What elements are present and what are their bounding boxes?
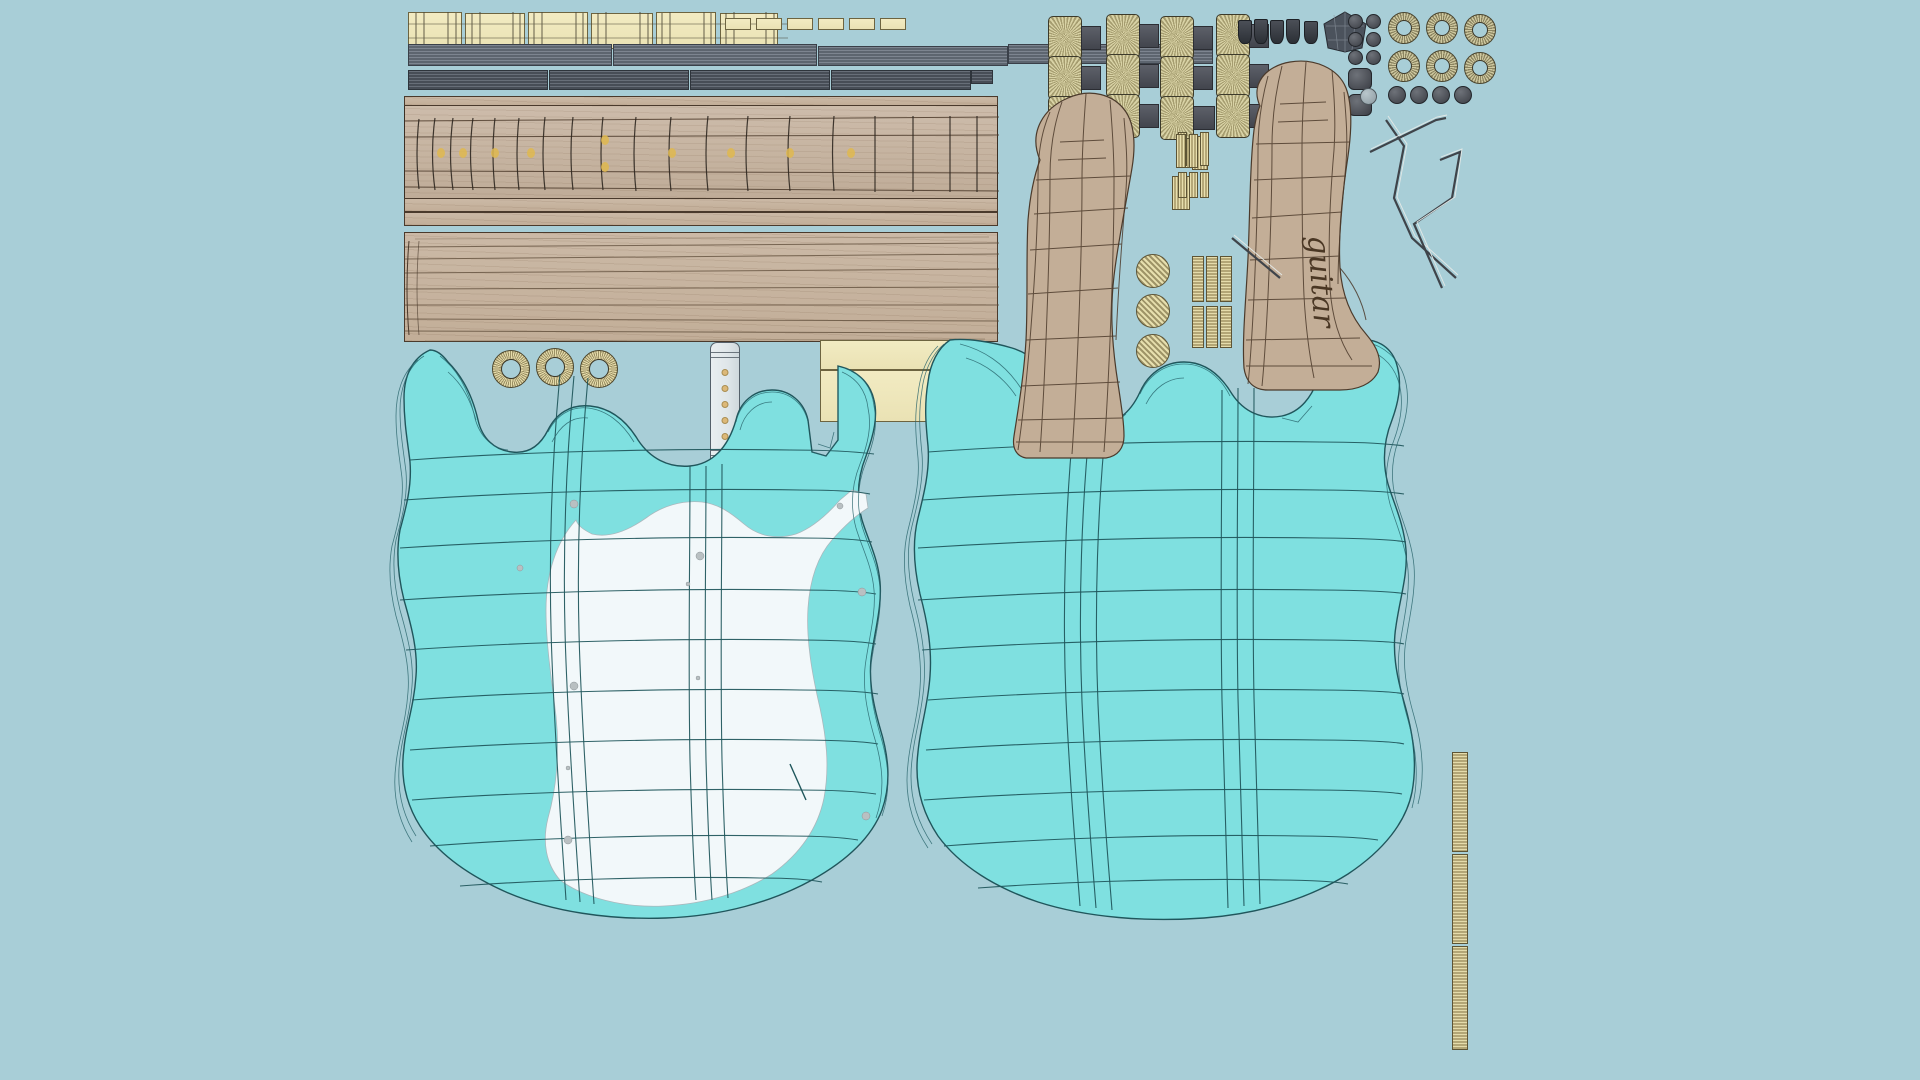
truss-strip-segment	[1452, 946, 1468, 1050]
tuner-post	[1139, 24, 1159, 48]
button-disc	[1360, 88, 1377, 105]
bushing-ring	[1464, 52, 1496, 84]
ferrule	[1238, 20, 1252, 44]
fret-strip-lower	[408, 70, 1008, 90]
striped-disc	[1136, 334, 1170, 368]
headstock-back	[1012, 92, 1135, 459]
nut-block	[725, 18, 751, 30]
grommet	[1366, 50, 1381, 65]
tremolo-arm	[1385, 115, 1459, 279]
bushing-ring	[1426, 12, 1458, 44]
fretboard	[404, 104, 999, 200]
tuner-post	[1139, 64, 1159, 88]
headstock-front: guitar	[1242, 60, 1381, 391]
tuner-gear	[1106, 54, 1140, 98]
nut-block	[756, 18, 782, 30]
truss-strip-segment	[1452, 854, 1468, 944]
tuner-post	[1193, 106, 1215, 130]
button-disc	[1410, 86, 1428, 104]
tuner-post	[1081, 26, 1101, 50]
fret-wire-block	[591, 13, 653, 49]
grommet	[1348, 32, 1363, 47]
nut-block	[787, 18, 813, 30]
fret-strip-upper	[408, 44, 1008, 66]
ribbed-panel	[1220, 306, 1232, 348]
fret-wire-block	[408, 12, 462, 48]
nut-block	[880, 18, 906, 30]
ribbed-panel	[1206, 306, 1218, 348]
button-disc	[1388, 86, 1406, 104]
ferrule	[1286, 19, 1300, 44]
fretboard-bottom-bevel	[404, 198, 998, 212]
fretboard-side-strip	[404, 212, 998, 226]
bushing-ring	[1388, 12, 1420, 44]
bushing-ring	[1426, 50, 1458, 82]
knob-ring	[492, 350, 530, 388]
tuner-post	[1081, 66, 1101, 90]
headstock-logo: guitar	[1300, 234, 1341, 330]
tuner-post	[1193, 26, 1213, 50]
fret-block-wires	[408, 12, 788, 50]
ribbed-panel	[1220, 256, 1232, 302]
striped-disc	[1136, 254, 1170, 288]
grommet	[1366, 14, 1381, 29]
ribbed-panel	[1192, 306, 1204, 348]
knob-ring	[536, 348, 574, 386]
knob-ring	[580, 350, 618, 388]
grommet-large	[1348, 68, 1372, 90]
tuner-post	[1139, 104, 1159, 128]
ferrule	[1254, 19, 1268, 44]
tremolo-arm	[1369, 114, 1448, 153]
striped-disc	[1136, 294, 1170, 328]
ferrule	[1304, 21, 1318, 44]
neck-back-plank	[404, 232, 999, 342]
tuner-button-strip	[1176, 134, 1186, 168]
body-back	[903, 338, 1423, 921]
bushing-ring	[1464, 14, 1496, 46]
button-disc	[1454, 86, 1472, 104]
ferrule	[1270, 20, 1284, 44]
fretboard-top-bevel	[404, 96, 998, 106]
bushing-ring	[1388, 50, 1420, 82]
button-disc	[1432, 86, 1450, 104]
nut-block	[849, 18, 875, 30]
grommet	[1348, 14, 1363, 29]
truss-strip-segment	[1452, 752, 1468, 852]
nut-block	[818, 18, 844, 30]
ribbed-panel	[1192, 256, 1204, 302]
tremolo-arm	[1412, 148, 1463, 289]
grommet	[1366, 32, 1381, 47]
fret-wire-block	[465, 13, 525, 49]
wire-stub	[1231, 234, 1283, 279]
fret-strip-lower-ext	[971, 70, 1061, 84]
tremolo-arms-group	[1369, 114, 1463, 289]
body-front	[389, 349, 889, 919]
grommet	[1348, 50, 1363, 65]
ribbed-panel	[1206, 256, 1218, 302]
tuner-post	[1193, 66, 1213, 90]
